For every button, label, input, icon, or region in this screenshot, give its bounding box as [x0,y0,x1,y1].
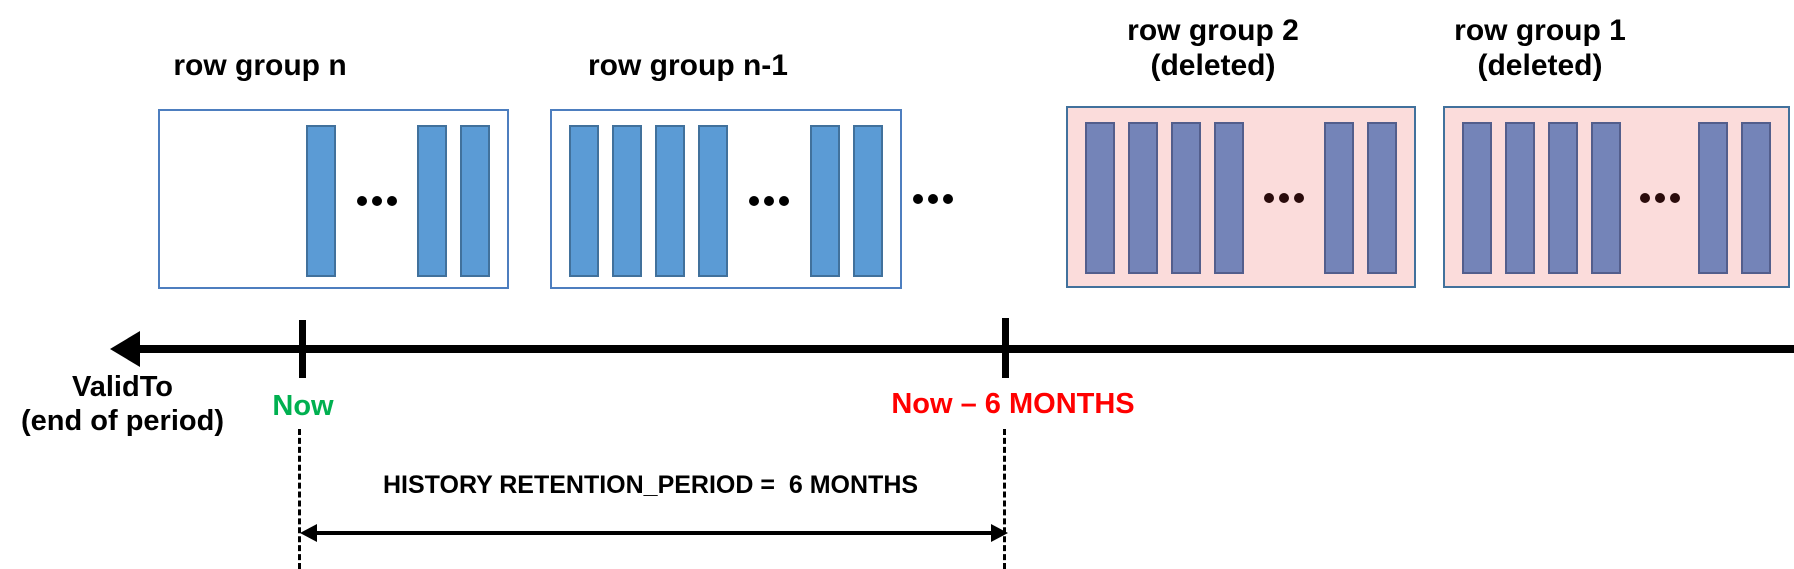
column-segment-bar [460,125,490,277]
dot-icon [1279,193,1289,203]
ellipsis-dots [1244,122,1324,274]
column-segment-bar [1462,122,1492,274]
axis-label-line: ValidTo [72,371,173,403]
ellipsis-dots-between-groups [913,194,953,204]
column-segment-bar [569,125,599,277]
column-segment-bar [1698,122,1728,274]
axis-label-line: (end of period) [21,405,224,437]
now-minus-6-months-label: Now – 6 MONTHS [891,388,1135,420]
column-segment-bar [1741,122,1771,274]
trailing-bars [810,125,883,277]
column-segment-bar [1324,122,1354,274]
column-segment-bar [853,125,883,277]
dot-icon [764,196,774,206]
column-segment-bar [1171,122,1201,274]
dot-icon [1654,193,1665,203]
column-segment-bar [1548,122,1578,274]
row-group-title: row group n [110,48,410,83]
dot-icon [1294,193,1304,203]
row-group-box [1443,106,1790,288]
trailing-bars [417,125,490,277]
ellipsis-dots [336,125,417,277]
row-group-1-deleted: row group 1(deleted) [1443,0,1790,300]
dot-icon [779,196,789,206]
column-segment-bar [1085,122,1115,274]
column-segment-bar [1214,122,1244,274]
row-group-title-line: (deleted) [1477,49,1603,82]
row-group-title-line: (deleted) [1150,49,1276,82]
row-group-title-line: row group 2 [1127,14,1299,47]
retention-period-label: HISTORY RETENTION_PERIOD = 6 MONTHS [383,471,919,499]
retention-period-range-arrow [315,531,993,535]
row-group-n: row group n [158,0,509,300]
row-group-title: row group 2(deleted) [1063,13,1363,83]
validto-axis-label: ValidTo (end of period) [0,370,245,438]
row-group-title-line: row group n [173,49,347,82]
row-group-title: row group n-1 [538,48,838,83]
row-group-box [550,109,902,289]
ellipsis-dots [728,125,810,277]
trailing-bars [1324,122,1397,274]
leading-bars [1085,122,1244,274]
ellipsis-dots [1621,122,1698,274]
row-group-n-1: row group n-1 [550,0,902,300]
dot-icon [1264,193,1274,203]
leading-bars [1462,122,1621,274]
tick-now [299,320,306,378]
row-group-2-deleted: row group 2(deleted) [1066,0,1416,300]
leading-bars [177,125,336,277]
trailing-bars [1698,122,1771,274]
column-segment-bar [1367,122,1397,274]
column-segment-bar [655,125,685,277]
dot-icon [386,196,397,206]
column-segment-bar [306,125,336,277]
column-segment-bar [1128,122,1158,274]
dot-icon [943,194,953,204]
timeline-left-arrowhead-icon [110,331,140,367]
column-segment-bar [810,125,840,277]
row-group-box [1066,106,1416,288]
range-arrowhead-right-icon [991,524,1008,542]
dot-icon [1639,193,1650,203]
dot-icon [913,194,923,204]
row-group-title-line: row group 1 [1454,14,1626,47]
row-group-title: row group 1(deleted) [1390,13,1690,83]
column-segment-bar [1591,122,1621,274]
leading-bars [569,125,728,277]
column-segment-bar [417,125,447,277]
dot-icon [928,194,938,204]
column-segment-bar [698,125,728,277]
row-group-title-line: row group n-1 [588,49,788,82]
dot-icon [356,196,367,206]
row-group-box [158,109,509,289]
column-segment-bar [1505,122,1535,274]
now-label: Now [272,390,334,422]
dashed-line-now-minus-6-months [1003,429,1006,569]
dot-icon [1669,193,1680,203]
timeline-axis [138,345,1794,353]
dot-icon [749,196,759,206]
dot-icon [371,196,382,206]
dashed-line-now [298,429,301,569]
column-segment-bar [612,125,642,277]
range-arrowhead-left-icon [300,524,317,542]
tick-now-minus-6-months [1002,318,1009,378]
